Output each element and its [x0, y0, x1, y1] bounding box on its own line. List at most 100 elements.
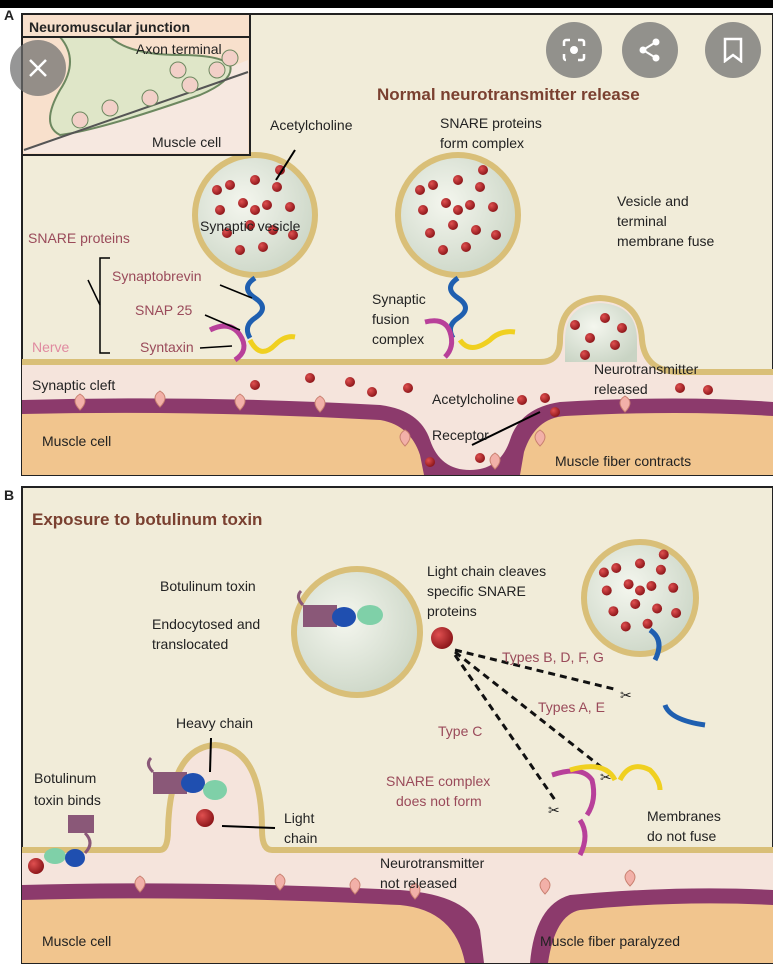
acetylcholine-dot [345, 377, 355, 387]
acetylcholine-dot [671, 608, 682, 618]
label-toxin-binds: Botulinum [34, 770, 96, 786]
acetylcholine-dot [262, 200, 272, 210]
acetylcholine-molecules-b [598, 549, 682, 632]
acetylcholine-dot [268, 225, 278, 235]
acetylcholine-dot [250, 205, 260, 215]
label-fusion-3: complex [372, 331, 424, 347]
muscle-cell-area [22, 412, 773, 475]
acetylcholine-dot [668, 582, 679, 593]
acetylcholine-dot [652, 603, 663, 614]
label-not-released: Neurotransmitter [380, 855, 485, 871]
nerve-membrane-b [22, 741, 773, 853]
acetylcholine-dot [642, 618, 653, 629]
inset-muscle-label: Muscle cell [152, 134, 221, 150]
label-no-fuse-2: do not fuse [647, 828, 716, 844]
label-snare-form: SNARE proteins [440, 115, 542, 131]
label-cleaves-2: specific SNARE [427, 583, 526, 599]
label-no-fuse: Membranes [647, 808, 721, 824]
acetylcholine-dot [235, 245, 245, 255]
acetylcholine-dot [630, 599, 641, 609]
nerve-membrane [22, 294, 773, 375]
acetylcholine-dot [428, 180, 438, 190]
acetylcholine-dot [272, 182, 282, 192]
lens-button[interactable] [546, 22, 602, 78]
panel-a-title: Normal neurotransmitter release [377, 85, 640, 104]
acetylcholine-dot [675, 383, 685, 393]
acetylcholine-dot [478, 165, 488, 175]
panel-a-letter: A [4, 7, 14, 23]
label-snare-not-form: SNARE complex [386, 773, 490, 789]
label-snare-proteins: SNARE proteins [28, 230, 130, 246]
synaptobrevin-protein [244, 275, 265, 340]
acetylcholine-dot [285, 202, 295, 212]
acetylcholine-dot [658, 549, 669, 560]
label-light-chain: Light [284, 810, 314, 826]
bookmark-icon [723, 37, 743, 63]
acetylcholine-dot [250, 380, 260, 390]
acetylcholine-dot [550, 407, 560, 417]
acetylcholine-dot [488, 202, 498, 212]
label-types-bdfg: Types B, D, F, G [502, 649, 604, 665]
acetylcholine-molecules [212, 165, 713, 467]
acetylcholine-dot [475, 182, 485, 192]
receptor-shape [234, 393, 246, 411]
cleavage-paths [453, 648, 619, 801]
bookmark-button[interactable] [705, 22, 761, 78]
inset-vesicle [71, 111, 89, 129]
label-synaptic-vesicle: Synaptic vesicle [200, 218, 301, 234]
acetylcholine-dot [610, 340, 620, 350]
acetylcholine-dot [425, 228, 435, 238]
label-snare-form-2: form complex [440, 135, 524, 151]
panel-b-title: Exposure to botulinum toxin [32, 510, 262, 529]
panel-a: A Neuromuscular junction Axon terminal M… [4, 7, 773, 476]
panel-b: B ✂ ✂ ✂ Exposur [4, 486, 773, 964]
receptor-shape [349, 877, 361, 895]
top-bar [0, 0, 773, 8]
fusing-vesicle [565, 303, 637, 362]
syntaxin-protein-2 [424, 318, 455, 359]
acetylcholine-dot [580, 350, 590, 360]
receptor-shape [134, 875, 146, 893]
toxin-heavy-chain-group [146, 756, 227, 827]
acetylcholine-dot [608, 606, 619, 617]
label-released: Neurotransmitter [594, 361, 699, 377]
label-muscle-cell-b: Muscle cell [42, 933, 111, 949]
label-snap25: SNAP 25 [135, 302, 193, 318]
label-fusion-2: fusion [372, 311, 409, 327]
inset-vesicle [181, 76, 199, 94]
acetylcholine-dot [425, 457, 435, 467]
share-button[interactable] [622, 22, 678, 78]
label-contracts: Muscle fiber contracts [555, 453, 691, 469]
acetylcholine-dot [448, 220, 458, 230]
acetylcholine-dot [212, 185, 222, 195]
acetylcholine-dot [415, 185, 425, 195]
endosome-vesicle [291, 566, 423, 698]
acetylcholine-dot [623, 579, 634, 590]
close-button[interactable] [10, 40, 66, 96]
acetylcholine-dot [620, 621, 631, 632]
acetylcholine-dot [491, 230, 501, 240]
inset-vesicle [141, 89, 159, 107]
muscle-cell-area-b [22, 898, 773, 963]
arrow [275, 149, 296, 181]
acetylcholine-dot [305, 373, 315, 383]
botulinum-toxin-molecule [296, 589, 383, 627]
label-paralyzed: Muscle fiber paralyzed [540, 933, 680, 949]
label-type-c: Type C [438, 723, 482, 739]
synaptobrevin-protein-2 [447, 275, 468, 340]
scissors-icon: ✂ [548, 802, 560, 818]
label-endocytosed: Endocytosed and [152, 616, 260, 632]
label-fuse-2: terminal [617, 213, 667, 229]
scissors-icon: ✂ [600, 769, 612, 785]
acetylcholine-dot [288, 230, 298, 240]
label-fusion: Synaptic [372, 291, 426, 307]
acetylcholine-dot [245, 220, 255, 230]
acetylcholine-dot [471, 225, 481, 235]
label-endocytosed-2: translocated [152, 636, 228, 652]
inset-vesicle [208, 61, 226, 79]
acetylcholine-dot [367, 387, 377, 397]
receptor-shape [624, 869, 636, 887]
label-syntaxin: Syntaxin [140, 339, 194, 355]
label-acetylcholine-2: Acetylcholine [432, 391, 515, 407]
